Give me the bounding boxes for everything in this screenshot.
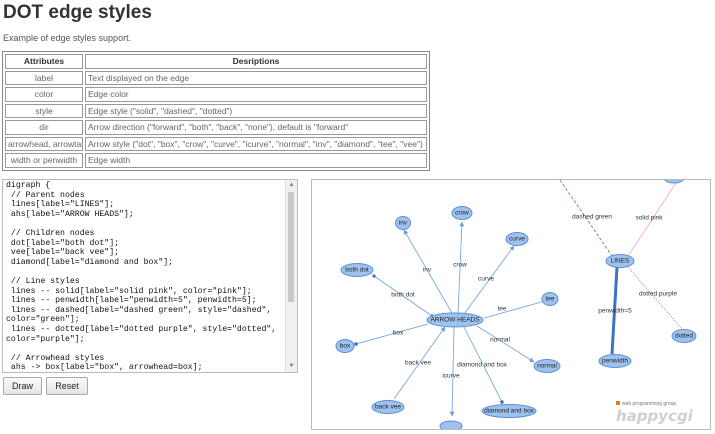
table-row: width or penwidth Edge width: [5, 153, 427, 168]
table-cell-description: Edge color: [85, 87, 427, 102]
logo-small-text: web programming group: [622, 401, 676, 407]
node-penwidth[interactable]: penwidth: [598, 354, 632, 368]
node-normal[interactable]: normal: [533, 359, 561, 373]
node-tee[interactable]: tee: [541, 292, 559, 306]
table-row: dir Arrow direction ("forward", "both", …: [5, 120, 427, 135]
table-cell-attribute: style: [5, 103, 83, 118]
node-inv[interactable]: inv: [395, 216, 411, 230]
edge-label-crow: crow: [453, 262, 467, 269]
table-header-descriptions: Desriptions: [85, 54, 427, 69]
table-cell-description: Text displayed on the edge: [85, 70, 427, 85]
node-label: diamond and box: [484, 408, 535, 415]
edge-label-back-vee: back vee: [405, 360, 431, 367]
table-row: style Edge style ("solid", "dashed", "do…: [5, 103, 427, 118]
edge-label-box: box: [393, 330, 404, 337]
node-label: normal: [537, 363, 557, 370]
draw-button[interactable]: Draw: [3, 377, 42, 395]
node-diamond-and-box[interactable]: diamond and box: [481, 404, 537, 418]
edge-label-solid-pink: solid pink: [635, 215, 663, 222]
reset-button[interactable]: Reset: [46, 377, 88, 395]
table-row: color Edge color: [5, 87, 427, 102]
edge-inv: [403, 229, 453, 314]
node-label: dotted: [675, 333, 693, 340]
node-curve[interactable]: curve: [505, 232, 529, 246]
edge-dashed-green: [559, 180, 613, 257]
node-lines[interactable]: LINES: [605, 254, 635, 268]
table-header-attributes: Attributes: [5, 54, 83, 69]
node-label: inv: [399, 220, 408, 227]
table-cell-description: Edge width: [85, 153, 427, 168]
node-offscreen-bottom: [439, 420, 463, 429]
table-cell-description: Arrow style ("dot", "box", "crow", "curv…: [85, 136, 427, 151]
page-title: DOT edge styles: [3, 2, 152, 23]
scroll-down-icon[interactable]: ▼: [288, 363, 295, 369]
edge-back-vee: [393, 326, 446, 400]
page-subtitle: Example of edge styles support.: [3, 33, 132, 43]
edge-tee: [483, 298, 547, 319]
edge-label-penwidth: penwidth=5: [598, 308, 632, 315]
edge-box: [354, 323, 429, 346]
edge-curve: [463, 245, 515, 315]
table-cell-attribute: color: [5, 87, 83, 102]
edge-label-curve: curve: [478, 276, 494, 283]
editor-scroll-thumb[interactable]: [288, 192, 294, 302]
node-label: curve: [509, 236, 525, 243]
table-cell-attribute: dir: [5, 120, 83, 135]
graph-svg: dashed green solid pink penwidth=5 dotte…: [335, 180, 697, 429]
edge-crow: [457, 221, 465, 314]
node-label: back vee: [375, 404, 401, 411]
node-label: tee: [545, 296, 554, 303]
node-label: penwidth: [602, 358, 628, 365]
node-both-dot[interactable]: both dot: [340, 263, 374, 277]
logo-big-text: happycgi: [616, 407, 694, 425]
editor-scrollbar[interactable]: ▲ ▼: [285, 180, 297, 372]
edge-label-inv: inv: [423, 267, 432, 274]
edge-normal: [476, 325, 535, 363]
happycgi-logo: web programming group happycgi: [616, 401, 694, 425]
edge-label-icurve: icurve: [442, 373, 460, 380]
edge-both-dot: [372, 274, 434, 318]
table-cell-attribute: arrowhead, arrowtail: [5, 136, 83, 151]
edge-label-both-dot: both dot: [391, 292, 415, 299]
table-cell-attribute: label: [5, 70, 83, 85]
table-header-row: Attributes Desriptions: [5, 54, 427, 69]
table-row: label Text displayed on the edge: [5, 70, 427, 85]
edge-icurve: [449, 326, 455, 417]
node-label: LINES: [611, 258, 630, 265]
node-arrow-heads[interactable]: ARROW HEADS: [426, 312, 484, 328]
node-crow[interactable]: crow: [451, 206, 473, 220]
node-label: ARROW HEADS: [430, 317, 480, 324]
node-back-vee[interactable]: back vee: [371, 400, 405, 414]
edge-dotted-purple: [627, 266, 682, 329]
edge-label-dashed-green: dashed green: [572, 214, 612, 221]
scroll-up-icon[interactable]: ▲: [288, 182, 295, 188]
node-label: crow: [455, 210, 469, 217]
table-row: arrowhead, arrowtail Arrow style ("dot",…: [5, 136, 427, 151]
edge-label-diamond-box: diamond and box: [457, 362, 508, 369]
node-offscreen-top: [664, 180, 684, 184]
attributes-table: Attributes Desriptions label Text displa…: [2, 51, 430, 171]
edge-solid-pink: [627, 182, 677, 257]
edge-label-normal: normal: [490, 337, 510, 344]
dot-code-text[interactable]: digraph { // Parent nodes lines[label="L…: [6, 181, 277, 373]
node-label: box: [340, 343, 351, 350]
edge-label-tee: tee: [497, 306, 506, 313]
edge-label-dotted-purple: dotted purple: [639, 291, 677, 298]
table-cell-description: Edge style ("solid", "dashed", "dotted"): [85, 103, 427, 118]
table-cell-description: Arrow direction ("forward", "both", "bac…: [85, 120, 427, 135]
node-label: both dot: [345, 267, 369, 274]
graph-canvas[interactable]: dashed green solid pink penwidth=5 dotte…: [311, 179, 711, 430]
node-box[interactable]: box: [335, 339, 355, 353]
edge-penwidth: [610, 266, 619, 355]
dot-code-editor[interactable]: digraph { // Parent nodes lines[label="L…: [2, 179, 298, 373]
edge-diamond-box: [463, 326, 505, 405]
node-dotted[interactable]: dotted: [671, 329, 697, 343]
table-cell-attribute: width or penwidth: [5, 153, 83, 168]
